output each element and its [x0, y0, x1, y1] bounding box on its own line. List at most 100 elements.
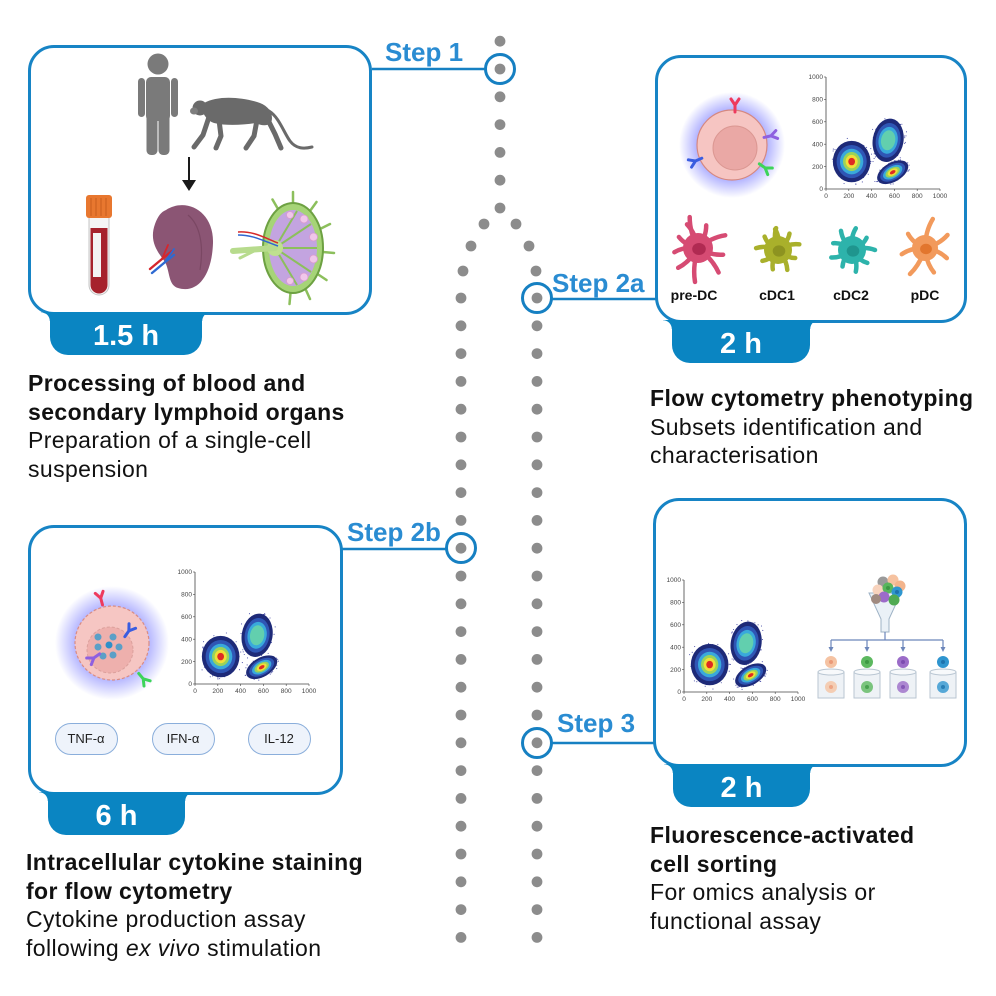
path-dot [494, 91, 506, 103]
scatter-point [761, 638, 764, 641]
scatter-point [870, 161, 872, 163]
scatter-point [749, 662, 751, 664]
scatter-point [763, 675, 766, 677]
scatter-point [765, 673, 767, 675]
step-2a-node [521, 282, 553, 314]
scatter-point [761, 661, 763, 663]
scatter-point [879, 169, 881, 171]
step-1-card [28, 45, 372, 315]
scatter-point [693, 680, 695, 682]
path-dot [494, 35, 506, 47]
step-3-node [521, 727, 553, 759]
macaque-icon [190, 97, 314, 151]
path-dot [531, 765, 543, 776]
x-tick-label: 400 [724, 696, 735, 703]
follicle [299, 272, 309, 282]
scatter-point [246, 664, 248, 666]
path-dot [455, 737, 467, 749]
y-tick-label: 0 [188, 681, 192, 688]
step-3-title-line: Fluorescence-activated [650, 822, 915, 848]
scatter-point [754, 622, 756, 624]
step-2b-duration-badge: 6 h [39, 792, 194, 835]
y-tick-label: 800 [812, 97, 823, 104]
density-level-4 [738, 633, 754, 654]
scatter-point [747, 663, 749, 665]
antibody-shape [123, 622, 138, 639]
density-level-4 [880, 130, 896, 151]
x-tick-label: 800 [770, 696, 781, 703]
tube-cap-ridges [90, 198, 107, 216]
antibody-icon [686, 156, 704, 169]
scatter-point [242, 651, 244, 653]
mixed-cell-population [871, 574, 906, 606]
path-dot [494, 63, 506, 75]
vein [163, 248, 175, 264]
path-dot [531, 459, 543, 471]
sorted-cell-nucleus [941, 660, 945, 664]
path-dot [455, 487, 467, 498]
antibody-icon [729, 97, 741, 114]
y-tick-label: 800 [181, 592, 192, 599]
scatter-point [905, 131, 908, 133]
scatter-point [264, 613, 266, 615]
cell-nucleus [712, 125, 758, 171]
path-dot [531, 598, 543, 610]
path-dot [455, 932, 467, 943]
sorted-lane [817, 640, 845, 699]
path-dot [494, 174, 506, 186]
efferent-branch [238, 249, 256, 260]
step-3-duration-badge: 2 h [664, 764, 819, 807]
scatter-point [202, 646, 204, 648]
path-dot [455, 876, 467, 888]
sorted-lane [929, 640, 957, 699]
path-dot [531, 626, 543, 637]
population-2 [240, 613, 276, 662]
step-nodes [445, 53, 553, 759]
cell-nucleus [772, 245, 786, 257]
scatter-point [843, 182, 845, 185]
mixed-cell [878, 591, 890, 603]
x-tick-label: 0 [682, 696, 686, 703]
scatter-point [269, 617, 271, 619]
step-2b-caption: Intracellular cytokine staining for flow… [26, 848, 363, 962]
macaque-body [202, 97, 272, 126]
mixed-cell [888, 594, 900, 606]
x-tick-label: 400 [866, 193, 877, 200]
population-1 [201, 632, 243, 680]
sort-arrow-head [828, 647, 834, 652]
scatter-point [874, 180, 876, 183]
scatter-point [867, 173, 869, 175]
path-dot [531, 737, 543, 749]
scatter-point [717, 643, 719, 645]
path-dot [531, 487, 543, 498]
step-2a-description-line: characterisation [650, 442, 819, 468]
collected-cell-nucleus [829, 685, 833, 689]
step-2a-title-line: Flow cytometry phenotyping [650, 385, 974, 411]
cell-type-label: cDC2 [833, 287, 869, 303]
path-dot [531, 348, 543, 359]
sorted-cell-nucleus [901, 660, 905, 664]
sorted-lane [889, 640, 917, 699]
scatter-point [759, 680, 761, 682]
scatter-point [846, 137, 848, 140]
density-level-6 [747, 673, 754, 678]
dendritic-cell-pdc [899, 216, 950, 277]
afferent-vessel [288, 291, 292, 306]
scatter-point [907, 162, 909, 164]
scatter-point [876, 181, 879, 183]
scatter-point [736, 624, 738, 626]
scatter-point [694, 645, 696, 648]
cytokine-dot [109, 633, 117, 641]
scatter-point [201, 669, 203, 671]
scatter-point [248, 613, 250, 615]
scatter-point [241, 662, 243, 664]
tube-rim [889, 668, 917, 676]
y-tick-label: 800 [670, 600, 681, 607]
step-2a-caption: Flow cytometry phenotyping Subsets ident… [650, 384, 973, 470]
sorted-cell-nucleus [829, 660, 833, 664]
step-2b-description-line: Cytokine production assay [26, 906, 306, 932]
step-2a-description-line: Subsets identification and [650, 413, 923, 440]
